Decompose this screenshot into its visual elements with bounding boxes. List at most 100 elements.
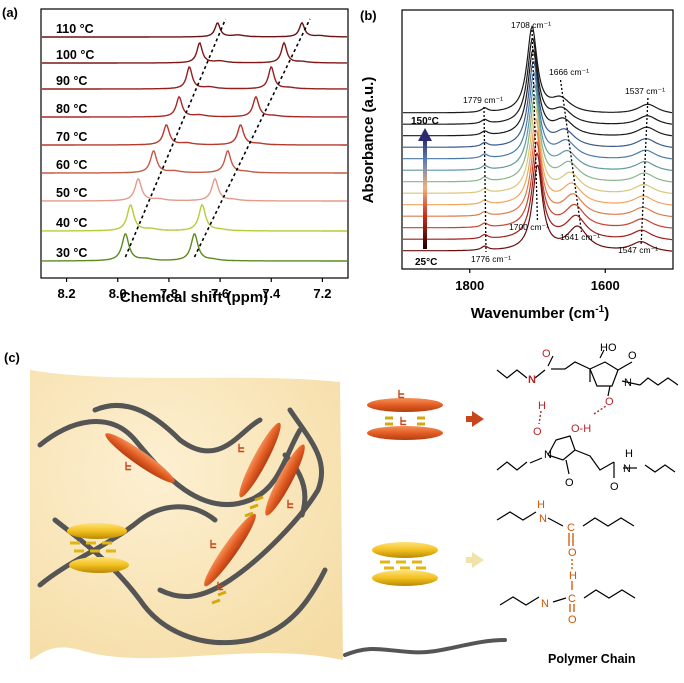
panel-a-frame xyxy=(40,8,349,279)
nmr-tick-label: 7.6 xyxy=(211,286,229,301)
ftir-guide-lines xyxy=(483,29,649,253)
orange-rod-3 xyxy=(265,444,305,516)
ftir-guide-1666 xyxy=(559,79,583,233)
ftir-ann-1666: 1666 cm⁻¹ xyxy=(549,67,589,77)
ftir-ann-1537: 1537 cm⁻¹ xyxy=(625,86,665,96)
ftir-guide-1537 xyxy=(640,97,649,245)
nmr-guide-line xyxy=(124,18,227,258)
yellow-rod-1 xyxy=(67,523,127,539)
svg-text:O: O xyxy=(568,547,577,559)
polymer-chains xyxy=(37,403,328,646)
orange-rod-1 xyxy=(105,433,175,483)
svg-text:ᖶ: ᖶ xyxy=(217,581,224,593)
nmr-trace xyxy=(42,203,347,232)
panel-b-frame xyxy=(401,9,674,270)
ftir-traces xyxy=(403,25,673,252)
nmr-temp-label: 70 °C xyxy=(56,130,87,144)
temperature-arrow-head xyxy=(418,128,432,141)
nmr-guide-line xyxy=(193,18,311,258)
nmr-tick-label: 8.0 xyxy=(109,286,127,301)
ftir-trace xyxy=(403,106,673,194)
legend-yellow-rod-bottom xyxy=(372,570,438,586)
svg-text:C: C xyxy=(568,593,576,605)
nmr-guide-lines xyxy=(124,18,311,258)
svg-text:H: H xyxy=(537,499,545,511)
svg-text:O: O xyxy=(610,481,619,493)
ftir-x-axis-title: Wavenumber (cm-1) xyxy=(471,304,609,322)
yellow-hbond-rods xyxy=(67,523,129,573)
svg-text:N: N xyxy=(544,449,552,461)
svg-text:ᖶ: ᖶ xyxy=(210,539,217,551)
legend-orange-rod-top xyxy=(367,398,443,412)
nmr-x-axis-title: Chemical shift (ppm) xyxy=(120,289,268,306)
ftir-trace xyxy=(403,71,673,160)
nmr-temp-label: 30 °C xyxy=(56,246,87,260)
svg-text:O: O xyxy=(533,426,542,438)
arrow-orange-icon xyxy=(472,411,484,427)
ftir-ann-1708: 1708 cm⁻¹ xyxy=(511,20,551,30)
polymer-chain-4 xyxy=(52,517,328,646)
nmr-temp-label: 100 °C xyxy=(56,48,94,62)
polymer-chain-5 xyxy=(37,504,218,588)
ftir-trace xyxy=(403,141,673,229)
nmr-trace xyxy=(42,177,347,202)
svg-text:ᖶ: ᖶ xyxy=(400,416,407,428)
legend-yellow-rod-top xyxy=(372,542,438,558)
ftir-tick-label: 1800 xyxy=(455,278,484,293)
panel-b-label: (b) xyxy=(360,8,377,23)
ftir-temp-low: 25°C xyxy=(415,257,437,268)
ftir-y-axis-title: Absorbance (a.u.) xyxy=(360,77,377,204)
svg-text:ᖶ: ᖶ xyxy=(287,499,294,511)
orange-rod-4 xyxy=(204,513,256,587)
nmr-tick-label: 8.2 xyxy=(58,286,76,301)
ftir-trace xyxy=(403,25,673,114)
nmr-traces xyxy=(42,21,347,262)
ftir-ann-1700: 1700 cm⁻¹ xyxy=(509,222,549,232)
svg-text:ᖶ: ᖶ xyxy=(238,443,245,455)
svg-text:ᖶ: ᖶ xyxy=(125,461,132,473)
nmr-tick-label: 7.4 xyxy=(262,286,281,301)
svg-text:O: O xyxy=(568,614,577,626)
nmr-trace xyxy=(42,233,347,262)
svg-text:O-H: O-H xyxy=(571,423,591,435)
ftir-ann-1547: 1547 cm⁻¹ xyxy=(618,245,658,255)
legend-yellow-dimer xyxy=(372,542,438,586)
svg-text:C: C xyxy=(567,522,575,534)
nmr-temp-label: 110 °C xyxy=(56,22,94,36)
polymer-chain-1 xyxy=(37,419,303,508)
polymer-chain-6 xyxy=(282,452,308,518)
svg-text:H: H xyxy=(625,448,633,460)
svg-text:N: N xyxy=(539,513,547,525)
ftir-trace xyxy=(403,83,673,171)
svg-text:HO: HO xyxy=(600,342,617,354)
svg-text:O: O xyxy=(628,350,637,362)
ftir-trace xyxy=(403,48,673,137)
ftir-trace xyxy=(403,117,673,206)
ftir-trace xyxy=(403,151,673,241)
nmr-trace xyxy=(42,123,347,146)
svg-text:N: N xyxy=(623,463,631,475)
panel-a-label: (a) xyxy=(2,5,18,20)
nmr-temp-label: 40 °C xyxy=(56,216,87,230)
nmr-trace xyxy=(42,149,347,174)
nmr-trace xyxy=(42,95,347,118)
svg-text:ᖶ: ᖶ xyxy=(398,389,405,401)
nmr-trace xyxy=(42,65,347,90)
nmr-temp-label: 90 °C xyxy=(56,74,87,88)
nmr-tick-label: 7.2 xyxy=(313,286,331,301)
orange-rod-glyphs: ᖶ ᖶ ᖶ ᖶ ᖶ xyxy=(125,443,294,593)
nmr-trace xyxy=(42,21,347,38)
network-schematic: ᖶ ᖶ ᖶ ᖶ ᖶ xyxy=(30,370,343,660)
ftir-trace xyxy=(403,60,673,148)
polymer-chain-3 xyxy=(157,407,325,600)
nmr-tick-label: 7.8 xyxy=(160,286,178,301)
ftir-ann-1779: 1779 cm⁻¹ xyxy=(463,95,503,105)
svg-text:N: N xyxy=(528,374,536,386)
network-dashes-orange xyxy=(211,495,264,605)
ftir-guide-1779 xyxy=(483,106,487,253)
svg-text:N: N xyxy=(624,377,632,389)
ftir-ann-1641: 1641 cm⁻¹ xyxy=(560,232,600,242)
